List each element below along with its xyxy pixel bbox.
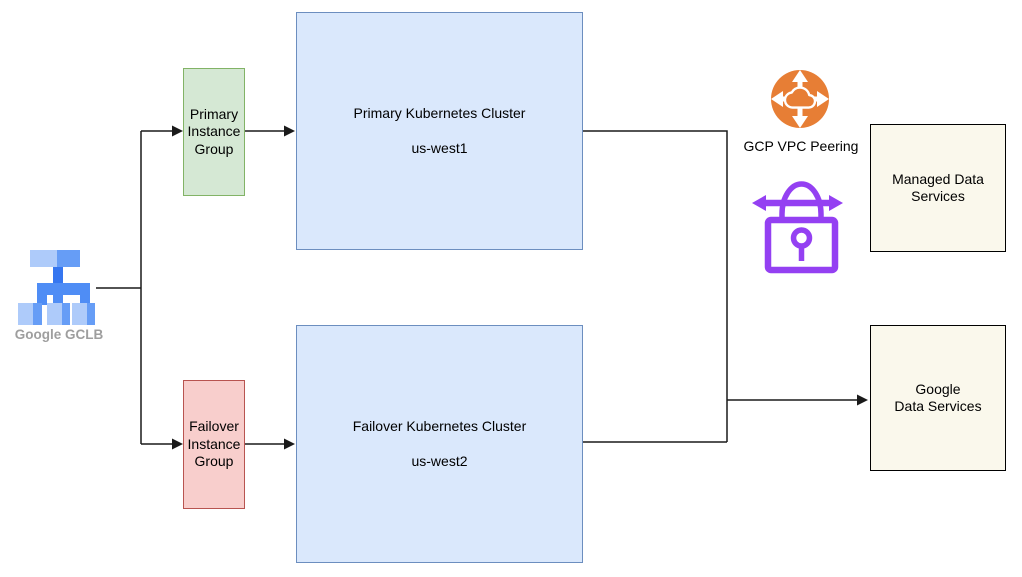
failover-instance-group[interactable]: Failover Instance Group xyxy=(183,380,245,509)
primary-instance-group-label: Primary Instance Group xyxy=(187,105,241,157)
google-data-services[interactable]: Google Data Services xyxy=(870,325,1006,471)
edge-gclb-to-failover-group xyxy=(141,438,183,450)
edge-failover-group-to-failover-cluster xyxy=(245,438,295,450)
failover-cluster-title: Failover Kubernetes Cluster xyxy=(352,417,527,434)
vpc-peering-icon[interactable] xyxy=(766,64,836,134)
failover-instance-group-label: Failover Instance Group xyxy=(187,418,241,470)
failover-cluster-region: us-west2 xyxy=(411,453,468,469)
gclb-label: Google GCLB xyxy=(14,327,104,342)
load-balancer-icon[interactable] xyxy=(14,246,114,328)
primary-kubernetes-cluster[interactable]: Primary Kubernetes Cluster us-west1 xyxy=(296,12,583,250)
vpc-peering-label: GCP VPC Peering xyxy=(743,138,859,154)
primary-cluster-region: us-west1 xyxy=(411,140,468,156)
edge-clusters-to-google-data-services xyxy=(583,130,868,443)
google-data-services-label: Google Data Services xyxy=(894,380,982,414)
failover-kubernetes-cluster[interactable]: Failover Kubernetes Cluster us-west2 xyxy=(296,325,583,563)
lock-arrows-icon[interactable] xyxy=(746,170,858,278)
edge-gclb-trunk xyxy=(96,131,142,444)
edge-gclb-to-primary-group xyxy=(141,125,183,137)
managed-data-services-label: Managed Data Services xyxy=(892,170,984,204)
edge-primary-group-to-primary-cluster xyxy=(245,125,295,137)
primary-cluster-title: Primary Kubernetes Cluster xyxy=(353,104,526,121)
managed-data-services[interactable]: Managed Data Services xyxy=(870,124,1006,252)
primary-instance-group[interactable]: Primary Instance Group xyxy=(183,68,245,196)
